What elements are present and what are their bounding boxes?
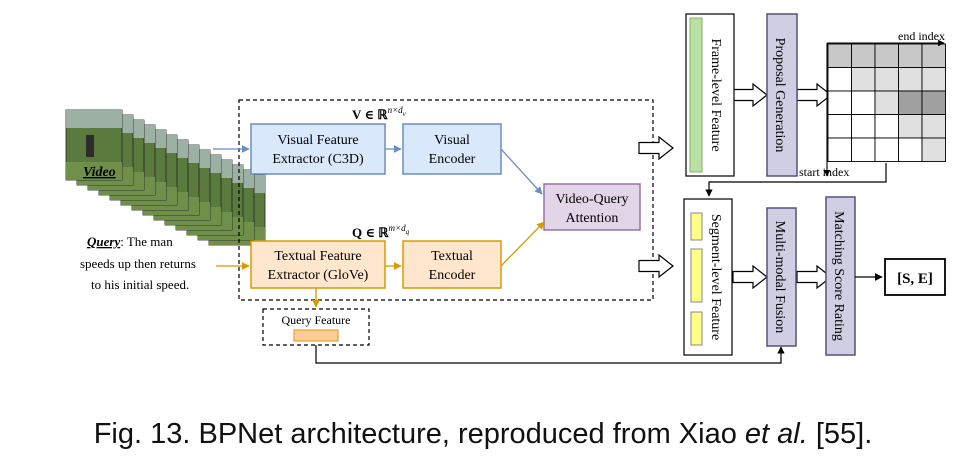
figure-caption: Fig. 13. BPNet architecture, reproduced …: [0, 418, 966, 451]
query-feature-vector: [293, 329, 339, 342]
query-feature-region: [262, 308, 370, 346]
matrix-cell: [851, 67, 876, 92]
video-frame: [65, 109, 123, 181]
matrix-cell: [874, 137, 899, 162]
video-label: Video: [83, 165, 116, 180]
matrix-cell: [874, 67, 899, 92]
attention-line-2: Attention: [566, 211, 619, 226]
query-feature-label: Query Feature: [282, 313, 351, 327]
matrix-to-segment-line: [705, 163, 887, 197]
segment-level-feature-label: Segment-level Feature: [708, 214, 723, 340]
visual-encoder-to-attention-arrow: [500, 148, 543, 195]
query-text-line-2: speeds up then returns: [80, 256, 196, 271]
visual-extractor-line-2: Extractor (C3D): [272, 152, 364, 167]
block-arrow: [638, 253, 674, 279]
matrix-cell: [874, 114, 899, 139]
q-dimension-label: Q ∈ ℝm×dq: [352, 223, 410, 240]
segment-vector-3: [690, 311, 703, 346]
matrix-cell: [827, 137, 852, 162]
caption-prefix: Fig. 13. BPNet architecture, reproduced …: [93, 418, 745, 450]
query-text-1: : The man: [120, 234, 173, 249]
v-dimension-label: V ∈ ℝn×dv: [352, 105, 407, 122]
q-sup: m×d: [389, 223, 407, 233]
proposal-generation-label: Proposal Generation: [772, 38, 787, 153]
visual-feature-extractor-box: [250, 123, 386, 175]
block-arrows: [638, 82, 832, 290]
video-query-attention-box: [543, 183, 641, 231]
multimodal-fusion-box: [766, 207, 797, 347]
matrix-cell: [851, 137, 876, 162]
visual-encoder-line-1: Visual: [434, 133, 470, 148]
matrix-cell: [898, 43, 923, 68]
block-arrow: [732, 82, 768, 108]
matrix-cell: [921, 114, 946, 139]
start-index-label: start index: [799, 165, 849, 179]
q-sub: q: [406, 228, 410, 236]
textual-extractor-line-1: Textual Feature: [274, 249, 361, 264]
block-arrow: [796, 264, 832, 290]
block-arrow: [732, 264, 768, 290]
matrix-cell: [921, 90, 946, 115]
matrix-cell: [921, 67, 946, 92]
matrix-cell: [827, 114, 852, 139]
output-box: [884, 258, 946, 296]
textual-encoder-box: [402, 240, 502, 289]
output-label: [S, E]: [897, 271, 933, 287]
matrix-cell: [921, 137, 946, 162]
block-arrow: [796, 82, 832, 108]
video-frames-icon: [65, 109, 266, 246]
query-text-line-3: to his initial speed.: [91, 277, 189, 292]
proposal-generation-box: [766, 13, 798, 177]
v-sup: n×d: [388, 105, 404, 115]
matrix-cell: [898, 90, 923, 115]
matrix-cell: [874, 43, 899, 68]
segment-vector-1: [690, 212, 703, 241]
visual-encoder-box: [402, 123, 502, 175]
textual-extractor-line-2: Extractor (GloVe): [268, 268, 369, 283]
v-sub: v: [403, 110, 407, 118]
frame-level-feature-label: Frame-level Feature: [708, 38, 723, 151]
proposal-score-matrix: [827, 43, 946, 162]
matrix-cell: [827, 90, 852, 115]
encoder-region: [238, 99, 654, 301]
matching-score-label: Matching Score Rating: [831, 211, 846, 341]
v-math: V ∈ ℝ: [352, 107, 388, 122]
query-label: Query: [87, 234, 120, 249]
matrix-cell: [921, 43, 946, 68]
matching-score-box: [825, 196, 856, 356]
matrix-cell: [851, 90, 876, 115]
caption-suffix: [55].: [807, 418, 873, 450]
segment-vector-2: [690, 248, 703, 303]
matrix-cell: [898, 67, 923, 92]
caption-italic: et al.: [744, 418, 808, 450]
matrix-cell: [898, 114, 923, 139]
textual-feature-extractor-box: [250, 240, 386, 289]
query-text-line-1: Query: The man: [87, 234, 173, 249]
frame-level-feature-vector: [689, 17, 703, 173]
visual-encoder-line-2: Encoder: [429, 152, 476, 167]
textual-encoder-to-attention-arrow: [500, 221, 545, 267]
visual-extractor-line-1: Visual Feature: [277, 133, 358, 148]
block-arrow: [638, 135, 674, 161]
matrix-cell: [851, 43, 876, 68]
textual-encoder-line-1: Textual: [431, 249, 473, 264]
multimodal-fusion-label: Multi-modal Fusion: [772, 221, 787, 333]
query-feature-to-fusion-line: [315, 345, 785, 364]
matrix-cell: [874, 90, 899, 115]
textual-encoder-line-2: Encoder: [429, 268, 476, 283]
matrix-cell: [898, 137, 923, 162]
q-math: Q ∈ ℝ: [352, 225, 389, 240]
matrix-cell: [827, 43, 852, 68]
end-index-label: end index: [898, 29, 945, 43]
matrix-cell: [851, 114, 876, 139]
attention-line-1: Video-Query: [555, 192, 628, 207]
matrix-cell: [827, 67, 852, 92]
